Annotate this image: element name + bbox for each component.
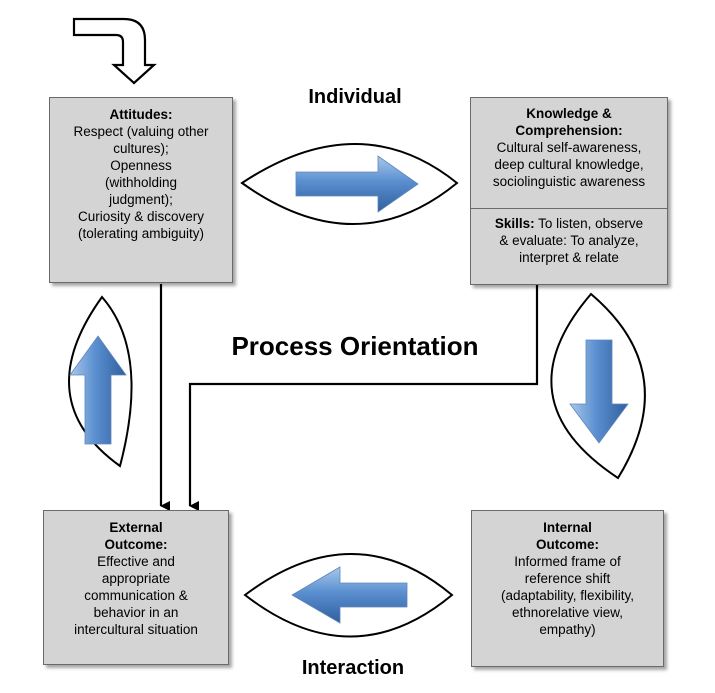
skills-line: interpret & relate (519, 250, 619, 265)
up-flow-arrow-icon (69, 335, 127, 445)
external-outcome-box: External Outcome: Effective and appropri… (43, 510, 229, 665)
label-interaction: Interaction (301, 657, 405, 679)
external-line: communication & (84, 588, 188, 603)
connector-knowledge-to-external (188, 284, 539, 511)
internal-line: (adaptability, flexibility, (500, 588, 635, 603)
attitudes-line: cultures); (113, 141, 169, 156)
section-divider (471, 208, 667, 209)
skills-first-line: Skills: To listen, observe (475, 215, 663, 232)
external-line: intercultural situation (74, 622, 198, 637)
left-flow-arrow-icon (291, 566, 408, 624)
skills-first-text: To listen, observe (534, 216, 644, 231)
label-process-orientation: Process Orientation (231, 331, 479, 361)
attitudes-line: Curiosity & discovery (77, 209, 205, 224)
external-line: behavior in an (93, 605, 179, 620)
attitudes-title: Attitudes: (109, 107, 173, 122)
knowledge-line: sociolinguistic awareness (492, 174, 646, 189)
internal-title: Internal (543, 520, 592, 535)
knowledge-title: Knowledge & (526, 106, 612, 121)
external-title: External (109, 520, 163, 535)
knowledge-line: deep cultural knowledge, (494, 157, 644, 172)
internal-line: empathy) (539, 622, 596, 637)
attitudes-line: (withholding (104, 175, 178, 190)
internal-outcome-box: Internal Outcome: Informed frame of refe… (471, 510, 664, 667)
attitudes-line: Respect (valuing other (73, 124, 209, 139)
knowledge-title: Comprehension: (515, 123, 623, 138)
knowledge-section: Knowledge & Comprehension: Cultural self… (471, 105, 667, 190)
internal-title: Outcome: (535, 537, 599, 552)
internal-line: Informed frame of (514, 554, 621, 569)
external-line: appropriate (101, 571, 171, 586)
right-flow-arrow-icon (295, 155, 419, 213)
down-flow-arrow-icon (569, 339, 629, 444)
knowledge-skills-box: Knowledge & Comprehension: Cultural self… (470, 97, 668, 285)
internal-line: reference shift (524, 571, 611, 586)
internal-line: ethnorelative view, (511, 605, 624, 620)
attitudes-line: Openness (110, 158, 172, 173)
attitudes-line: (tolerating ambiguity) (77, 226, 205, 241)
label-individual: Individual (308, 86, 402, 108)
external-title: Outcome: (104, 537, 168, 552)
external-line: Effective and (97, 554, 175, 569)
entry-arrow-icon (72, 17, 157, 85)
skills-title: Skills: (494, 216, 535, 231)
skills-line: & evaluate: To analyze, (499, 233, 639, 248)
skills-section: Skills: To listen, observe & evaluate: T… (471, 215, 667, 266)
attitudes-line: judgment); (109, 192, 173, 207)
attitudes-box: Attitudes: Respect (valuing other cultur… (49, 97, 233, 283)
knowledge-line: Cultural self-awareness, (496, 140, 642, 155)
